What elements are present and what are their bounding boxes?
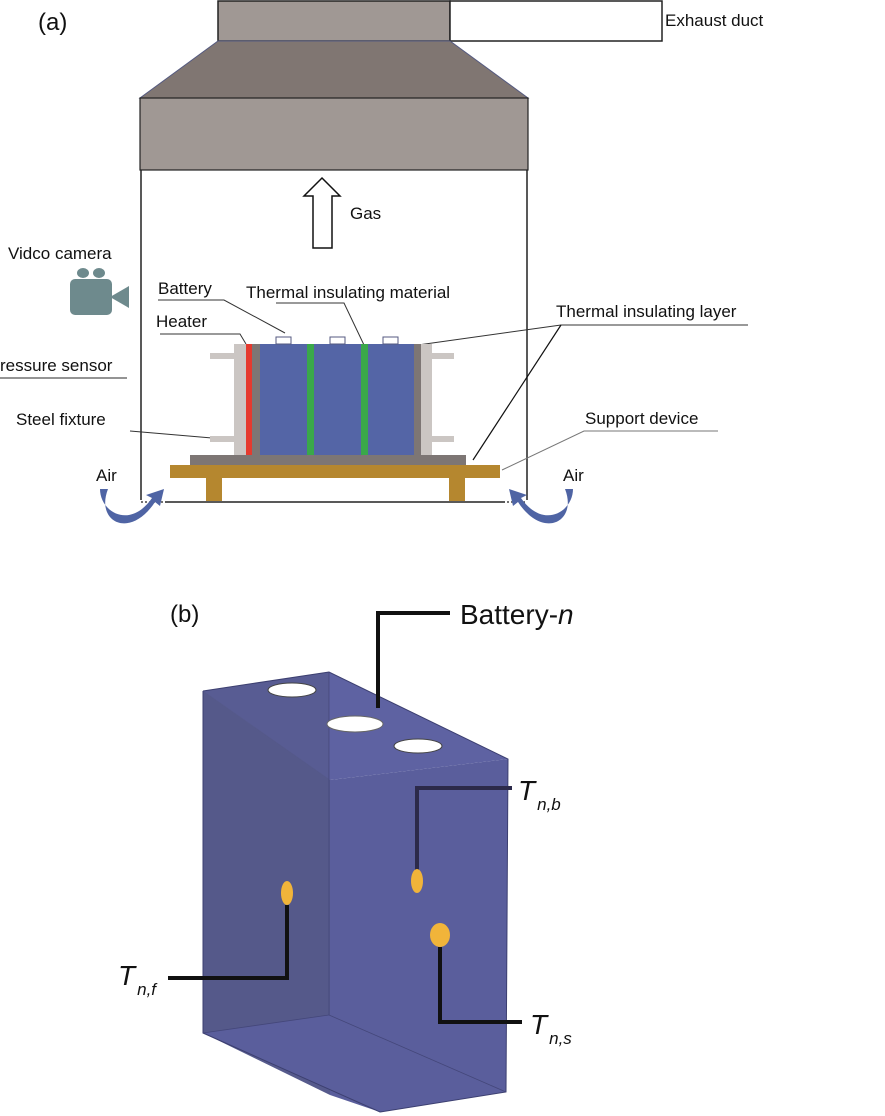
air-arrow-left-icon bbox=[100, 489, 164, 524]
sensor-s-leader bbox=[438, 947, 522, 1024]
battery-cell-1 bbox=[260, 344, 307, 456]
hood-neck bbox=[217, 0, 451, 42]
heater bbox=[246, 344, 252, 456]
sensor-f-leader bbox=[168, 905, 289, 980]
battery-cell-2 bbox=[314, 344, 361, 456]
sensor-b-dot bbox=[411, 869, 423, 893]
battery-n-leader bbox=[376, 611, 450, 708]
steel-fixture-leader bbox=[129, 430, 213, 439]
hood-body bbox=[139, 97, 529, 171]
battery-terminal bbox=[329, 336, 346, 345]
insulating-layer-left bbox=[252, 344, 260, 456]
thermal-insulating-layer-label: Thermal insulating layer bbox=[556, 302, 737, 321]
battery-label: Battery bbox=[158, 279, 212, 298]
battery-cell-3 bbox=[367, 344, 414, 456]
insulating-material-2 bbox=[361, 344, 368, 456]
support-device-label: Support device bbox=[585, 409, 698, 428]
gas-arrow-icon bbox=[302, 176, 342, 249]
thermal-insulating-layer-leader-1 bbox=[417, 324, 748, 346]
air-label-left: Air bbox=[96, 466, 117, 485]
battery-terminal-positive bbox=[267, 682, 317, 698]
battery-terminal-negative bbox=[393, 738, 443, 754]
exhaust-duct bbox=[449, 0, 663, 42]
sensor-s-subscript: n,s bbox=[549, 1029, 572, 1048]
thermal-insulating-layer-leader-2 bbox=[472, 324, 562, 461]
battery-terminal bbox=[275, 336, 292, 345]
heater-leader bbox=[160, 333, 247, 345]
insulating-layer-right bbox=[413, 344, 421, 456]
support-device bbox=[170, 465, 500, 478]
battery-hidden-edge bbox=[202, 1014, 330, 1034]
sensor-s-symbol: T bbox=[530, 1009, 549, 1040]
gas-label: Gas bbox=[350, 204, 381, 223]
insulating-material-1 bbox=[307, 344, 314, 456]
video-camera-icon bbox=[70, 268, 129, 315]
hood-taper bbox=[138, 40, 530, 99]
support-device-leader bbox=[501, 430, 718, 471]
exhaust-duct-label: Exhaust duct bbox=[665, 11, 764, 30]
battery-front-shade bbox=[203, 672, 329, 1033]
air-label-right: Air bbox=[563, 466, 584, 485]
battery-bottom-face bbox=[203, 1015, 506, 1112]
sensor-f-subscript: n,f bbox=[137, 980, 158, 999]
battery-terminal bbox=[382, 336, 399, 345]
sensor-b-leader bbox=[415, 786, 512, 870]
battery-hidden-edge bbox=[328, 1014, 507, 1093]
thermal-insulating-material-label: Thermal insulating material bbox=[246, 283, 450, 302]
sensor-f-symbol: T bbox=[118, 960, 137, 991]
steel-fixture-right-arm-top bbox=[430, 353, 454, 359]
panel-b-tag: (b) bbox=[170, 601, 199, 628]
battery-3d bbox=[202, 671, 509, 1113]
battery-safety-vent bbox=[326, 715, 384, 733]
battery-n-label-italic: n bbox=[558, 599, 574, 630]
battery-module bbox=[170, 336, 500, 501]
support-leg-left bbox=[206, 478, 222, 501]
steel-fixture-left-arm-top bbox=[210, 353, 236, 359]
thermal-insulating-material-leader bbox=[276, 302, 365, 346]
support-leg-right bbox=[449, 478, 465, 501]
insulating-layer-bottom bbox=[190, 455, 466, 465]
battery-leader bbox=[158, 299, 286, 334]
sensor-b-subscript: n,b bbox=[537, 795, 561, 814]
steel-fixture-right-arm-bottom bbox=[430, 436, 454, 442]
heater-label: Heater bbox=[156, 312, 207, 331]
video-camera-label: Vidco camera bbox=[8, 244, 112, 263]
steel-fixture-left-arm-bottom bbox=[210, 436, 236, 442]
sensor-s-dot bbox=[430, 923, 450, 947]
panel-a-tag: (a) bbox=[38, 9, 67, 36]
battery-n-label-text: Battery- bbox=[460, 599, 558, 630]
steel-fixture-right bbox=[420, 344, 432, 456]
steel-fixture-left bbox=[234, 344, 246, 456]
battery-edge bbox=[202, 690, 331, 781]
pressure-sensor-label: ressure sensor bbox=[0, 356, 113, 375]
air-arrow-right-icon bbox=[509, 489, 573, 524]
battery-n-label: Battery-n bbox=[460, 599, 574, 630]
sensor-b-symbol: T bbox=[518, 775, 537, 806]
sensor-f-dot bbox=[281, 881, 293, 905]
steel-fixture-label: Steel fixture bbox=[16, 410, 106, 429]
